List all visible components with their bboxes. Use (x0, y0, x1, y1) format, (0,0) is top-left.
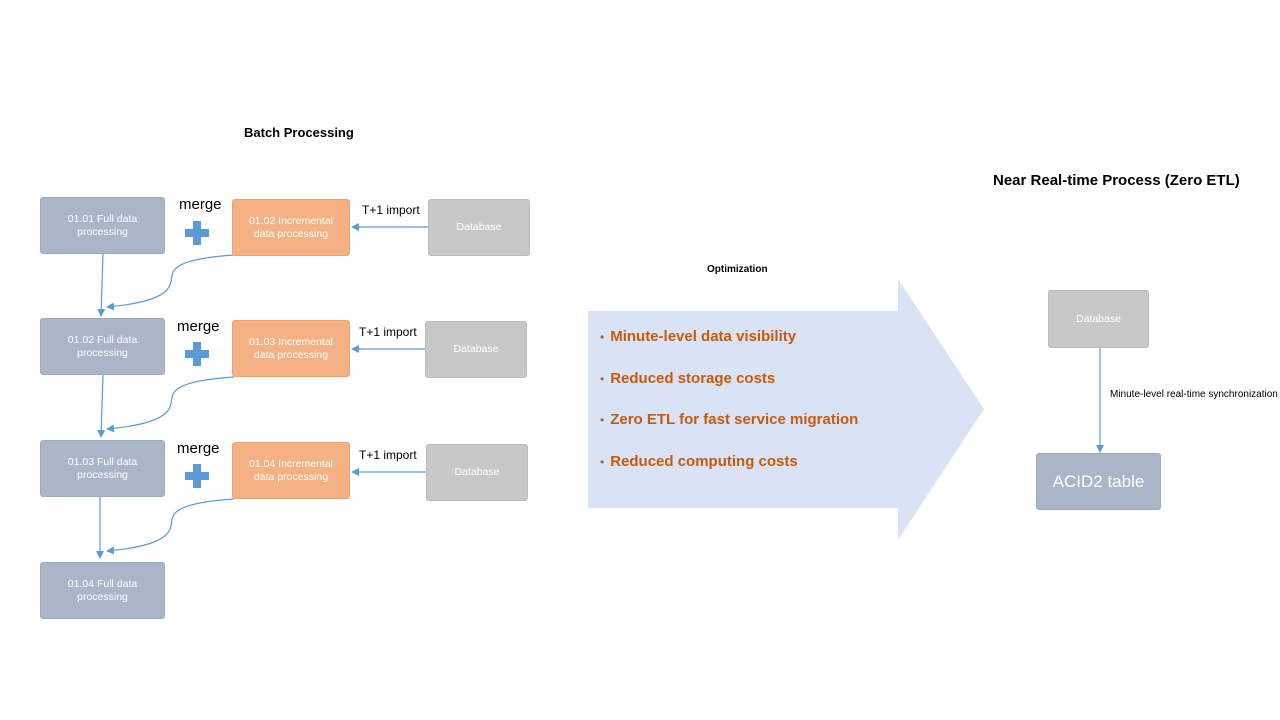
benefit-item: • Zero ETL for fast service migration (600, 411, 858, 428)
benefit-item: • Reduced storage costs (600, 370, 775, 387)
batch-processing-title: Batch Processing (244, 125, 354, 140)
merge-label: merge (177, 440, 220, 457)
benefit-text: Minute-level data visibility (610, 328, 797, 345)
bullet-dot-icon: • (600, 455, 605, 469)
arrow-full-1-to-2 (97, 253, 106, 317)
bullet-dot-icon: • (600, 330, 605, 344)
database-box: Database (428, 199, 530, 256)
plus-icon (185, 464, 209, 488)
t1-import-label: T+1 import (359, 325, 417, 339)
acid2-table-box: ACID2 table (1036, 453, 1161, 510)
t1-import-label: T+1 import (359, 448, 417, 462)
benefit-item: • Reduced computing costs (600, 453, 798, 470)
nrt-database-box: Database (1048, 290, 1149, 348)
bullet-dot-icon: • (600, 372, 605, 386)
merge-label: merge (179, 196, 222, 213)
incremental-data-box-0102: 01.02 Incremental data processing (232, 199, 350, 256)
optimization-big-arrow (588, 279, 984, 540)
benefit-text: Zero ETL for fast service migration (610, 411, 859, 428)
full-data-box-0102: 01.02 Full data processing (40, 318, 165, 375)
merge-label: merge (177, 318, 220, 335)
curve-incr-2-to-full (106, 254, 235, 311)
curve-incr-3-to-full (106, 376, 235, 433)
benefit-text: Reduced computing costs (610, 453, 798, 470)
database-box: Database (425, 321, 527, 378)
arrow-full-2-to-3 (97, 374, 106, 438)
curve-incr-4-to-full (106, 498, 235, 555)
t1-import-label: T+1 import (362, 203, 420, 217)
incremental-data-box-0104: 01.04 Incremental data processing (232, 442, 350, 499)
full-data-box-0103: 01.03 Full data processing (40, 440, 165, 497)
full-data-box-0101: 01.01 Full data processing (40, 197, 165, 254)
bullet-dot-icon: • (600, 413, 605, 427)
optimization-label: Optimization (707, 264, 768, 275)
full-data-box-0104: 01.04 Full data processing (40, 562, 165, 619)
plus-icon (185, 342, 209, 366)
plus-icon (185, 221, 209, 245)
database-box: Database (426, 444, 528, 501)
incremental-data-box-0103: 01.03 Incremental data processing (232, 320, 350, 377)
sync-label: Minute-level real-time synchronization (1110, 389, 1278, 400)
benefit-text: Reduced storage costs (610, 370, 776, 387)
near-real-time-title: Near Real-time Process (Zero ETL) (993, 172, 1240, 189)
benefit-item: • Minute-level data visibility (600, 328, 796, 345)
